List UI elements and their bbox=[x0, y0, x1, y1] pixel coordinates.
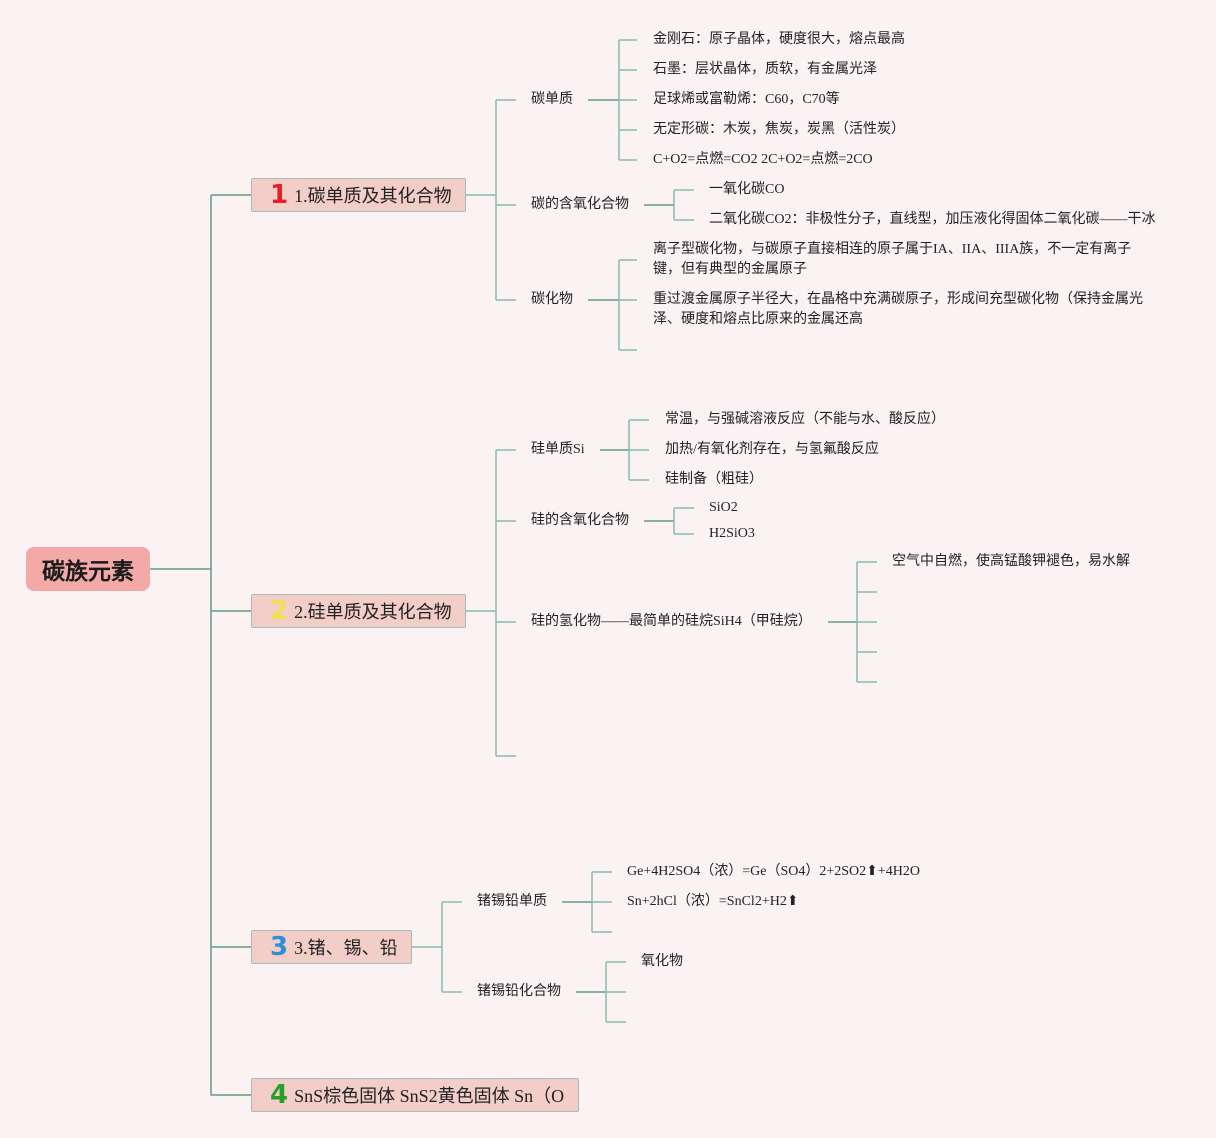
topic-ge-sn-pb[interactable]: 3 3.锗、锡、铅 bbox=[251, 930, 412, 964]
number-1-icon: 1 bbox=[270, 180, 289, 210]
subtopic-node[interactable]: 硅的含氧化合物 bbox=[531, 513, 629, 528]
leaf-node[interactable]: 氧化物 bbox=[641, 954, 683, 969]
leaf-node[interactable]: Sn+2hCl（浓）=SnCl2+H2⬆ bbox=[627, 894, 799, 909]
leaf-node[interactable]: SiO2 bbox=[709, 500, 738, 515]
leaf-node[interactable]: 二氧化碳CO2：非极性分子，直线型，加压液化得固体二氧化碳——干冰 bbox=[709, 212, 1156, 227]
subtopic-node[interactable]: 碳的含氧化合物 bbox=[531, 197, 629, 212]
topic-label: 1.碳单质及其化合物 bbox=[294, 186, 452, 206]
leaf-node[interactable]: 重过渡金属原子半径大，在晶格中充满碳原子，形成间充型碳化物（保持金属光 bbox=[653, 292, 1143, 307]
leaf-node[interactable]: 键，但有典型的金属原子 bbox=[653, 262, 807, 277]
subtopic-node[interactable]: 硅的氢化物——最简单的硅烷SiH4（甲硅烷） bbox=[531, 614, 812, 629]
root-node[interactable]: 碳族元素 bbox=[26, 547, 150, 591]
subtopic-node[interactable]: 锗锡铅化合物 bbox=[477, 984, 561, 999]
subtopic-node[interactable]: 锗锡铅单质 bbox=[477, 894, 547, 909]
leaf-node[interactable]: Ge+4H2SO4（浓）=Ge（SO4）2+2SO2⬆+4H2O bbox=[627, 864, 920, 879]
leaf-node[interactable]: 金刚石：原子晶体，硬度很大，熔点最高 bbox=[653, 32, 905, 47]
leaf-node[interactable]: 离子型碳化物，与碳原子直接相连的原子属于IA、IIA、IIIA族，不一定有离子 bbox=[653, 242, 1132, 257]
number-4-icon: 4 bbox=[270, 1080, 289, 1110]
leaf-node[interactable]: H2SiO3 bbox=[709, 526, 755, 541]
root-label: 碳族元素 bbox=[42, 559, 134, 585]
topic-label: 3.锗、锡、铅 bbox=[294, 938, 398, 958]
leaf-node[interactable]: 加热/有氧化剂存在，与氢氟酸反应 bbox=[665, 442, 879, 457]
topic-tin-sulfides[interactable]: 4 SnS棕色固体 SnS2黄色固体 Sn（O bbox=[251, 1078, 579, 1112]
leaf-node[interactable]: 硅制备（粗硅） bbox=[665, 472, 763, 487]
subtopic-node[interactable]: 碳单质 bbox=[531, 92, 573, 107]
leaf-node[interactable]: C+O2=点燃=CO2 2C+O2=点燃=2CO bbox=[653, 152, 873, 167]
topic-carbon[interactable]: 1 1.碳单质及其化合物 bbox=[251, 178, 466, 212]
leaf-node[interactable]: 无定形碳：木炭，焦炭，炭黑（活性炭） bbox=[653, 122, 905, 137]
topic-label: 2.硅单质及其化合物 bbox=[294, 602, 452, 622]
leaf-node[interactable]: 一氧化碳CO bbox=[709, 182, 785, 197]
number-2-icon: 2 bbox=[270, 596, 289, 626]
subtopic-node[interactable]: 硅单质Si bbox=[531, 442, 585, 457]
leaf-node[interactable]: 泽、硬度和熔点比原来的金属还高 bbox=[653, 312, 863, 327]
leaf-node[interactable]: 空气中自燃，使高锰酸钾褪色，易水解 bbox=[892, 554, 1130, 569]
leaf-node[interactable]: 足球烯或富勒烯：C60，C70等 bbox=[653, 92, 840, 107]
number-3-icon: 3 bbox=[270, 932, 289, 962]
subtopic-node[interactable]: 碳化物 bbox=[531, 292, 573, 307]
topic-label: SnS棕色固体 SnS2黄色固体 Sn（O bbox=[294, 1086, 565, 1106]
leaf-node[interactable]: 常温，与强碱溶液反应（不能与水、酸反应） bbox=[665, 412, 945, 427]
topic-silicon[interactable]: 2 2.硅单质及其化合物 bbox=[251, 594, 466, 628]
leaf-node[interactable]: 石墨：层状晶体，质软，有金属光泽 bbox=[653, 62, 877, 77]
